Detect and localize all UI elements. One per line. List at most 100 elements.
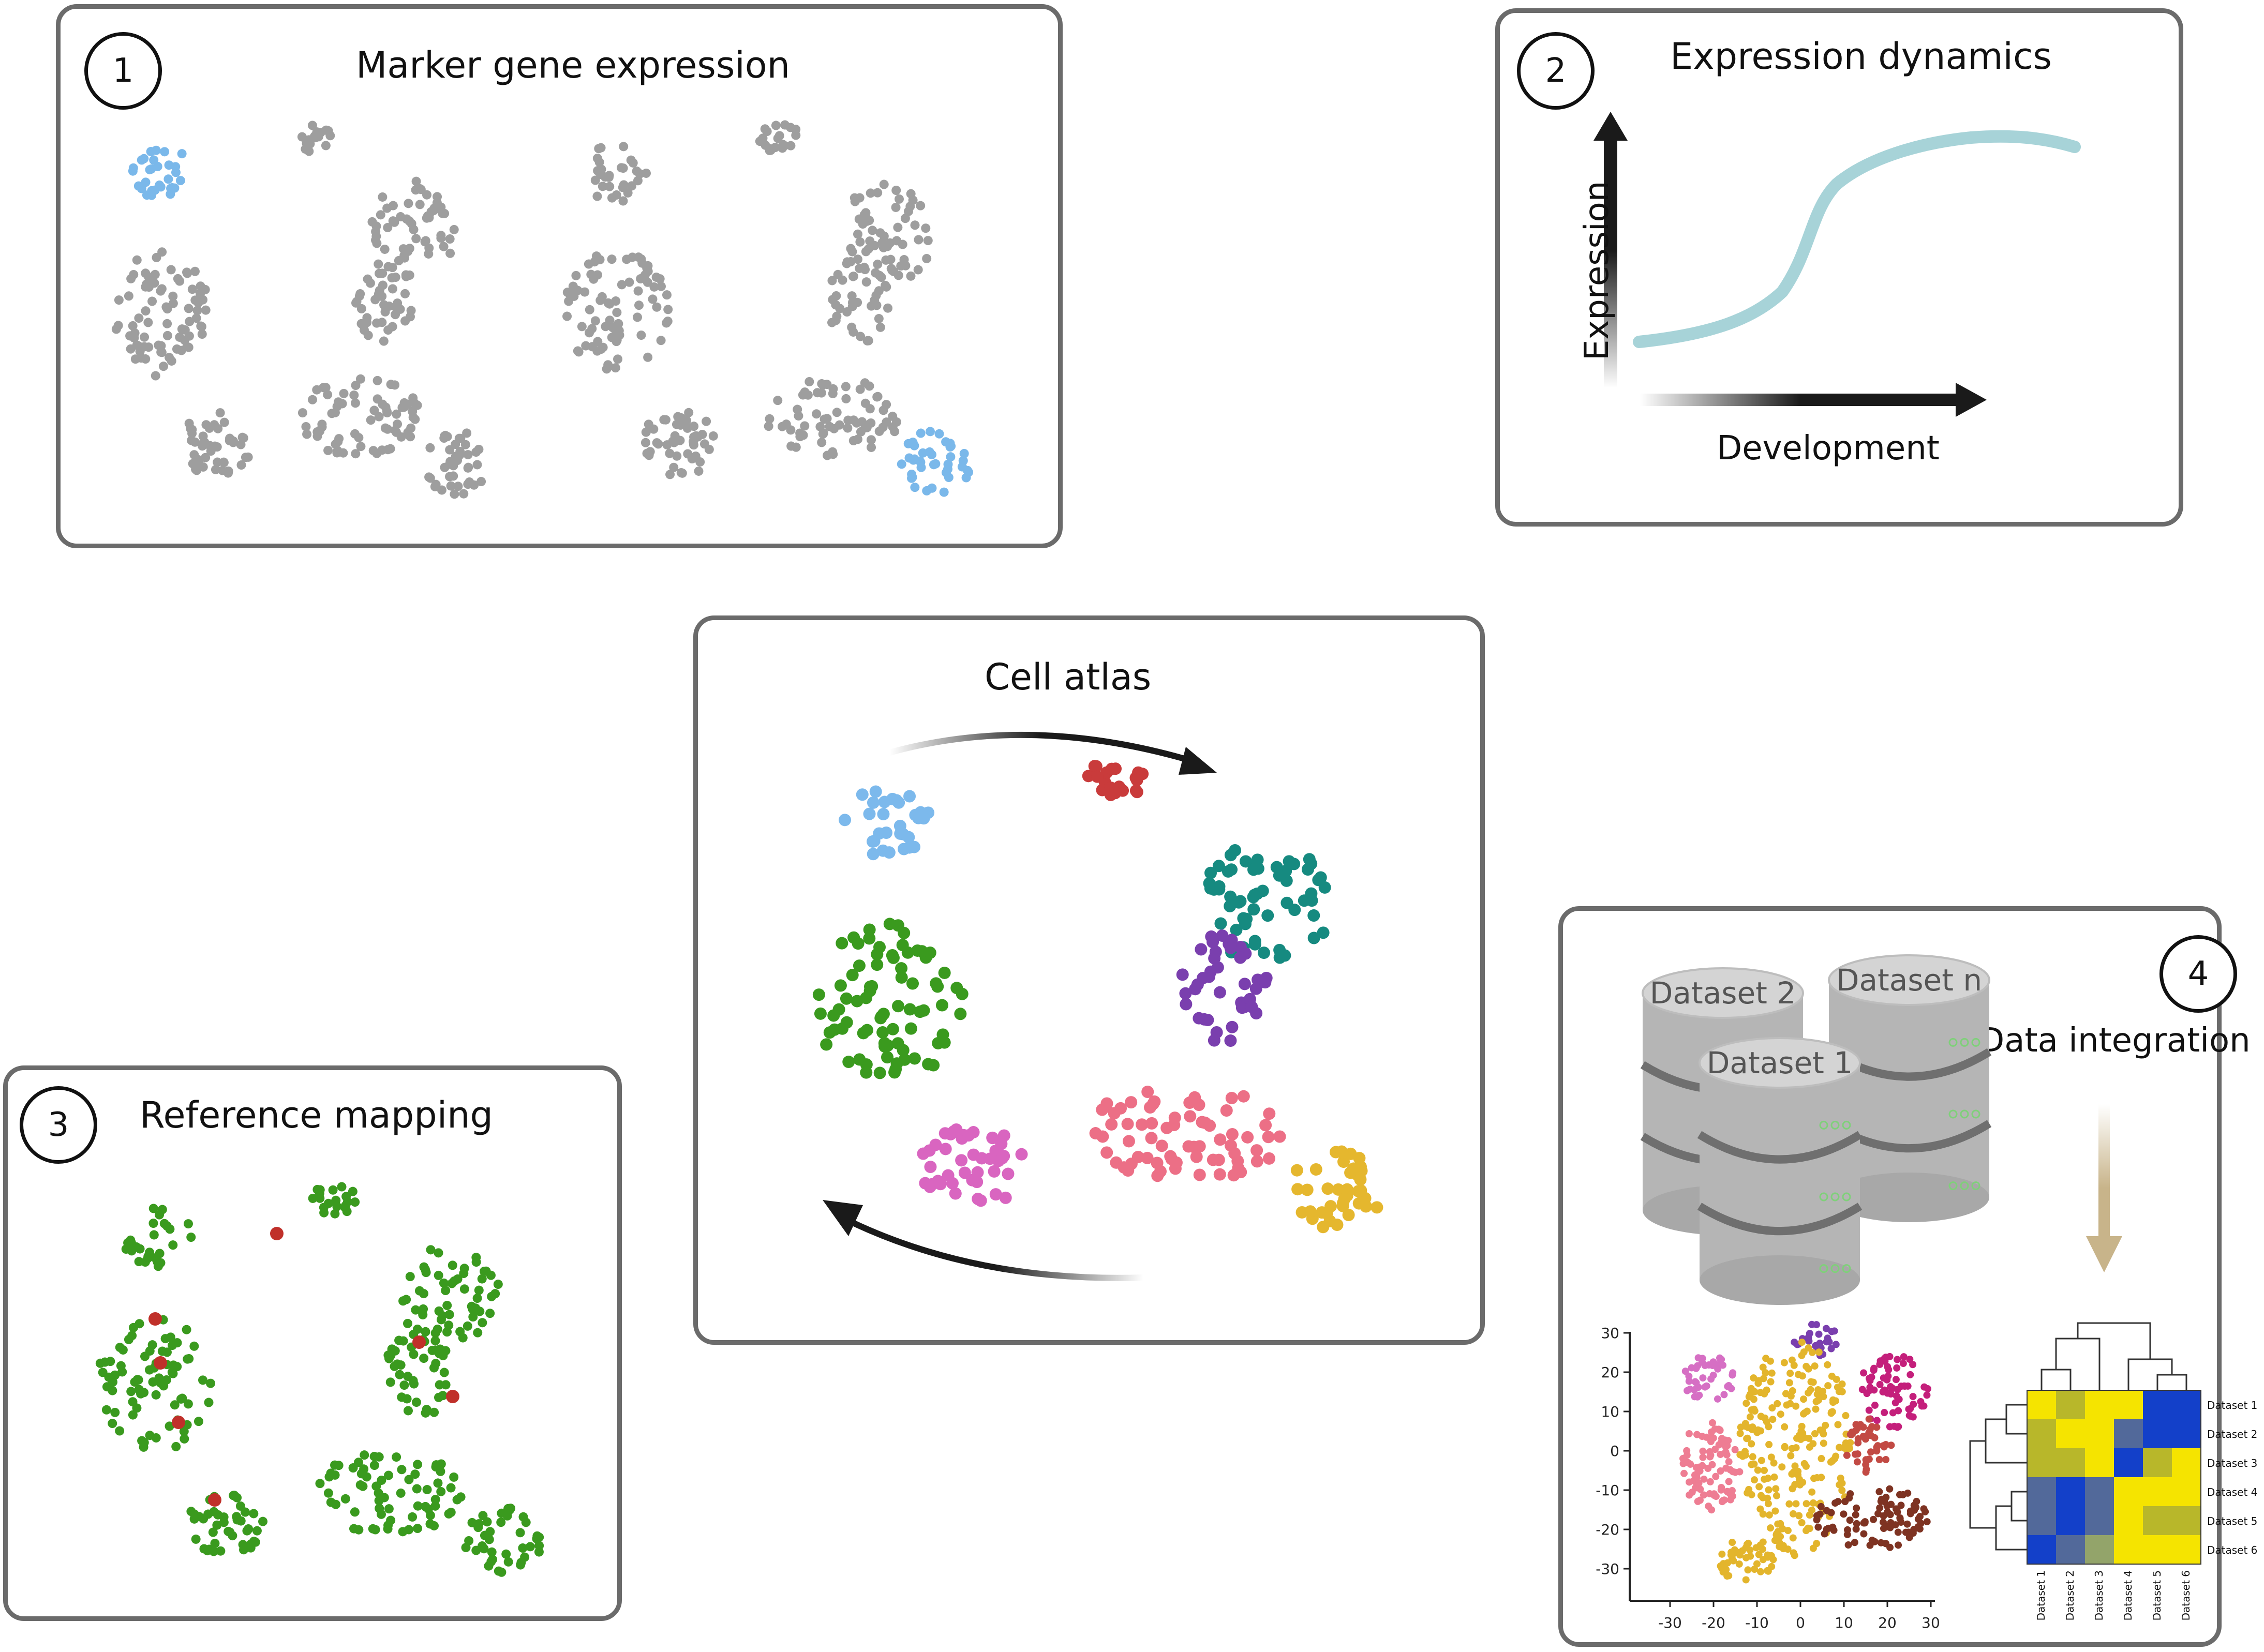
cell-point (1303, 853, 1316, 866)
cell-point (917, 1004, 930, 1017)
cell-point (179, 1426, 189, 1436)
cell-point (663, 317, 673, 326)
cell-point (183, 1219, 193, 1229)
cell-point (1122, 1135, 1135, 1148)
expression-dynamics-plot (1593, 112, 2081, 417)
cell-point (445, 445, 455, 455)
tsne-x-tick-label: 10 (1835, 1614, 1853, 1631)
cell-point (149, 1230, 159, 1240)
cell-point (1791, 1339, 1798, 1346)
cell-point (1699, 1453, 1707, 1461)
cell-point (1792, 1444, 1800, 1452)
cell-point (898, 1053, 911, 1066)
cell-point (341, 1192, 351, 1202)
cell-point (518, 1543, 528, 1553)
cell-point (1798, 1422, 1806, 1430)
panel-number-badge: 2 (1517, 32, 1595, 110)
cell-point (955, 1154, 968, 1167)
cell-point (605, 316, 615, 325)
cell-point (1792, 1500, 1800, 1508)
cell-point (1924, 1385, 1931, 1393)
cell-point (445, 459, 455, 469)
cell-point (1718, 1435, 1726, 1443)
cell-point (1729, 1371, 1736, 1379)
cell-cluster (424, 428, 486, 499)
cell-point (534, 1533, 544, 1542)
cell-point (330, 1209, 340, 1219)
cell-point (145, 1431, 155, 1440)
cell-point (1230, 923, 1243, 936)
cell-point (411, 234, 421, 244)
cell-point (356, 442, 366, 452)
heatmap-cell (2172, 1506, 2201, 1535)
cell-point (177, 149, 187, 159)
cell-point (374, 259, 383, 269)
heatmap-row-label: Dataset 1 (2207, 1399, 2257, 1411)
cell-point (1906, 1412, 1914, 1420)
cell-point (1184, 1110, 1197, 1123)
cell-point (1224, 890, 1237, 903)
cell-point (592, 191, 602, 201)
cell-point (817, 438, 827, 447)
cell-point (1786, 1370, 1794, 1377)
cell-point (141, 282, 151, 292)
tsne-y-tick-label: -10 (1596, 1482, 1619, 1499)
cell-point (177, 1393, 187, 1403)
cell-point (843, 423, 853, 433)
cell-point (863, 244, 873, 254)
cell-point (236, 460, 246, 470)
cell-point (999, 1191, 1012, 1204)
cell-point (162, 319, 172, 328)
cell-point (479, 1266, 489, 1276)
cell-point (669, 462, 679, 472)
cell-point (1860, 1369, 1868, 1377)
cell-point (378, 192, 388, 202)
cell-point (1889, 1409, 1897, 1417)
cell-point (1884, 1372, 1892, 1380)
cell-point (894, 194, 904, 204)
cell-point (1768, 1404, 1776, 1412)
cell-point (949, 1187, 962, 1200)
cell-point (587, 324, 597, 334)
cell-point (369, 406, 379, 415)
cell-point (1774, 1520, 1782, 1528)
cell-point (902, 831, 915, 844)
cell-point (876, 273, 886, 282)
cell-point (371, 231, 381, 241)
cell-point (828, 447, 838, 457)
cell-point (391, 310, 400, 320)
cell-point (168, 1240, 178, 1250)
cell-cluster (812, 918, 969, 1079)
cell-point (331, 1499, 341, 1509)
cell-point (1725, 1458, 1733, 1466)
cell-point (433, 192, 442, 202)
cell-point (1774, 1400, 1781, 1407)
cell-point (893, 819, 906, 832)
heatmap-row-label: Dataset 2 (2207, 1428, 2257, 1440)
cell-point (571, 271, 581, 280)
cell-point (873, 259, 883, 269)
cell-point (1722, 1464, 1730, 1472)
cell-point (875, 228, 885, 238)
cell-point (317, 419, 327, 429)
cell-point (596, 143, 606, 153)
heatmap-cell (2143, 1448, 2172, 1477)
cell-point (1234, 1166, 1247, 1179)
cell-point (363, 331, 373, 340)
cell-point (252, 1526, 262, 1536)
cell-point (1755, 1483, 1763, 1491)
cell-point (117, 1367, 127, 1377)
cell-point (388, 284, 397, 294)
cell-point (1708, 1428, 1716, 1436)
panel-title: Expression dynamics (1670, 35, 2052, 78)
cell-point (134, 1385, 144, 1394)
cell-point (1748, 1461, 1755, 1468)
cell-point (182, 1325, 191, 1334)
cell-point (243, 452, 253, 462)
cell-point (1321, 1182, 1334, 1195)
cell-cluster (1176, 929, 1273, 1047)
cell-point (1176, 968, 1189, 981)
cell-point (878, 406, 888, 415)
cell-point (878, 795, 891, 808)
cell-point (235, 1501, 245, 1511)
